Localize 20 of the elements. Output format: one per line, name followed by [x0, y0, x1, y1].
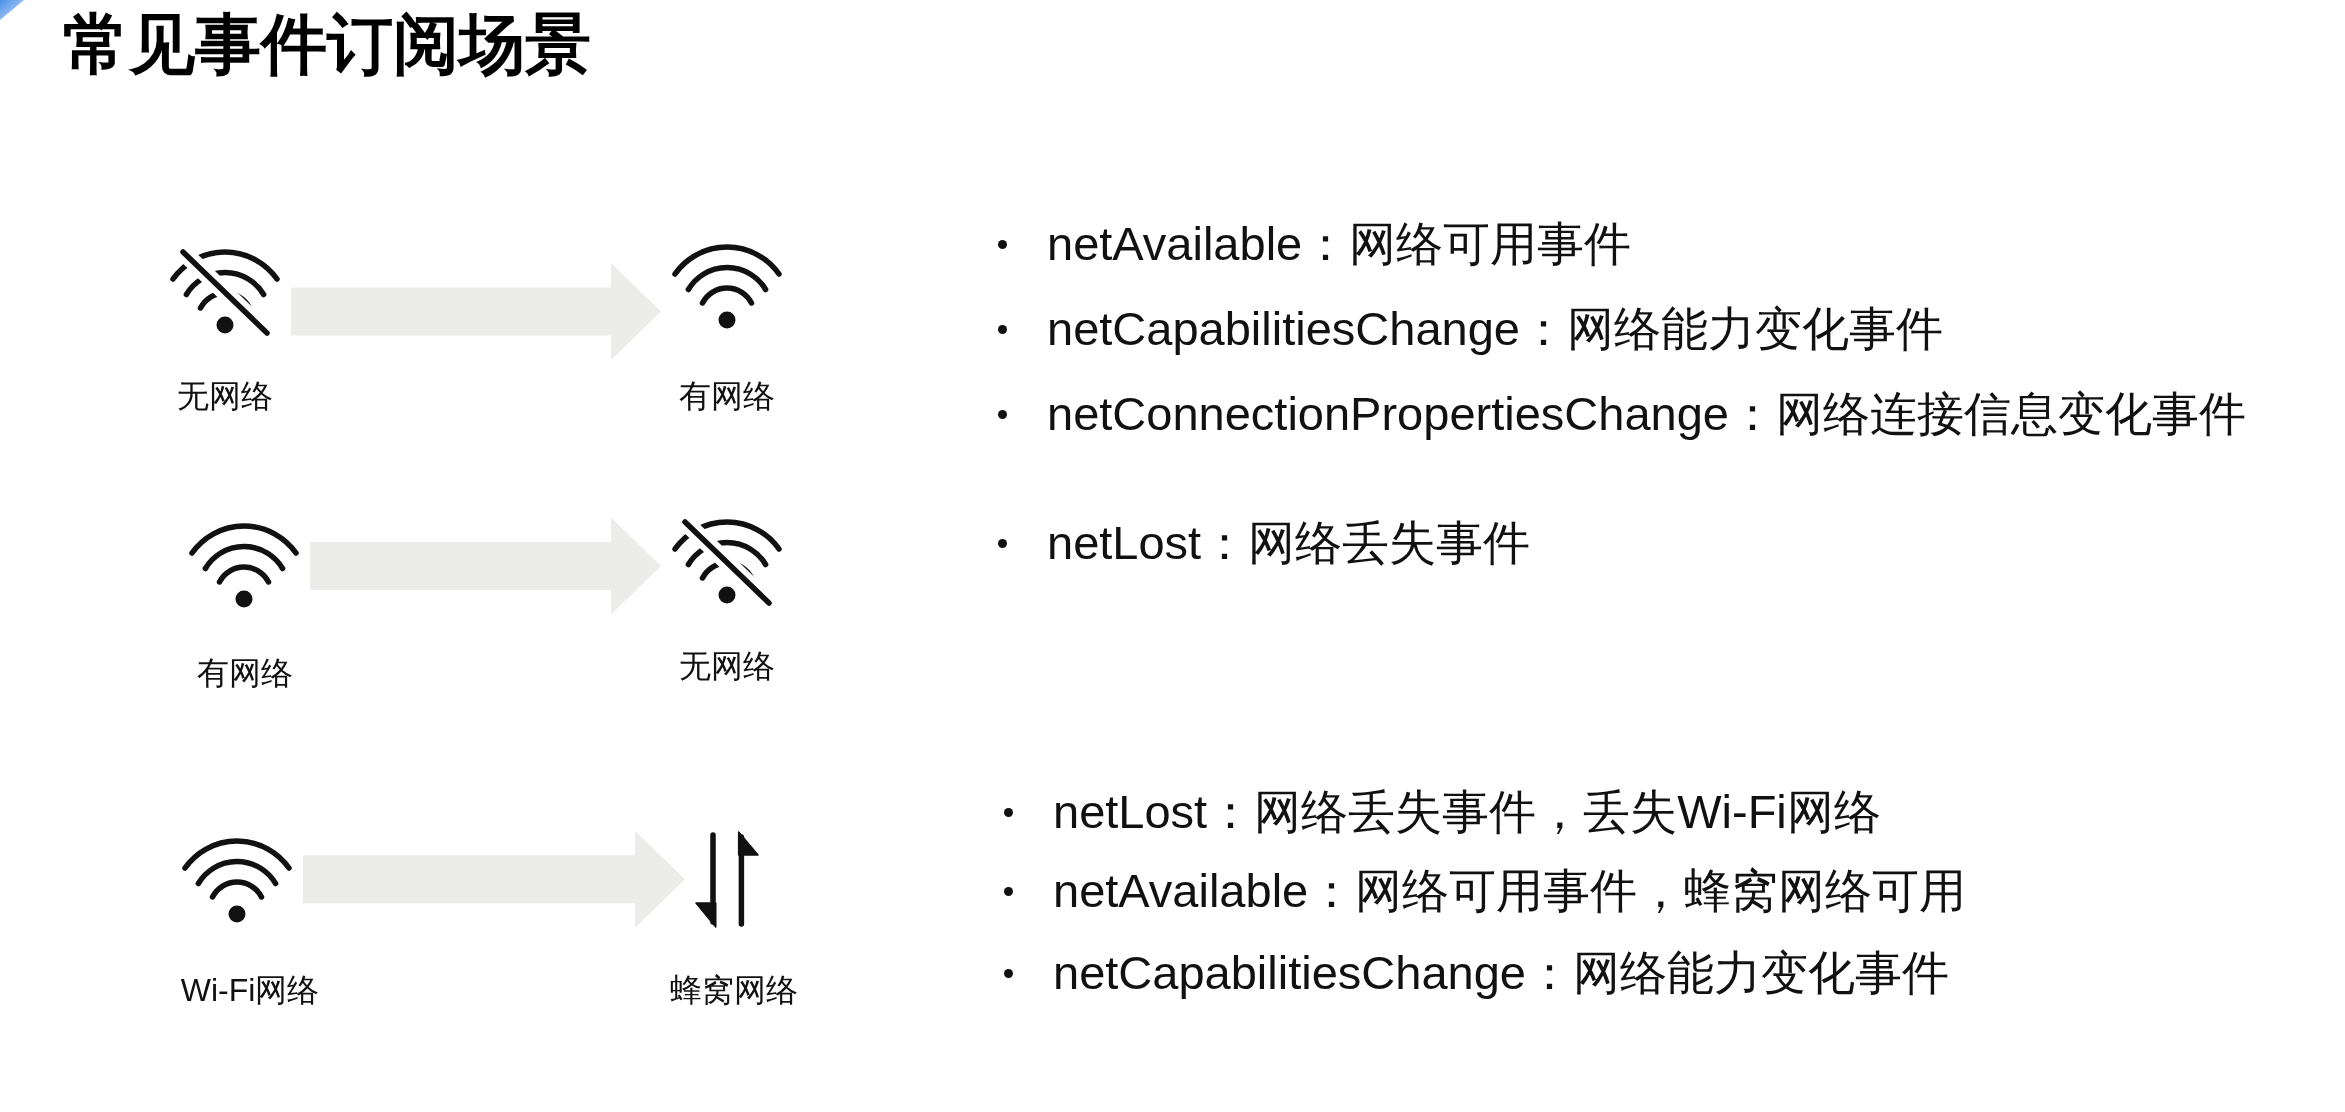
icon-caption: 无网络 [679, 647, 775, 686]
icon-caption: 蜂窝网络 [670, 971, 798, 1010]
list-item-text: netLost：网络丢失事件，丢失Wi-Fi网络 [1053, 784, 1881, 840]
icon-caption: 有网络 [197, 654, 293, 693]
icon-caption: 无网络 [177, 377, 273, 416]
icon-caption: Wi-Fi网络 [180, 971, 320, 1010]
wifi-off-icon [169, 248, 281, 336]
list-item-text: netCapabilitiesChange：网络能力变化事件 [1047, 301, 1943, 357]
wifi-icon [188, 522, 300, 610]
wifi-icon [671, 243, 783, 331]
wifi-off-icon [671, 518, 783, 606]
list-item-text: netConnectionPropertiesChange：网络连接信息变化事件 [1047, 386, 2246, 442]
icon-caption: 有网络 [679, 377, 775, 416]
wifi-icon [181, 837, 293, 925]
up-down-arrows-icon [695, 832, 759, 927]
slide-title: 常见事件订阅场景 [63, 6, 591, 83]
list-item-text: netLost：网络丢失事件 [1047, 515, 1531, 571]
list-item-text: netCapabilitiesChange：网络能力变化事件 [1053, 945, 1949, 1001]
list-item-text: netAvailable：网络可用事件，蜂窝网络可用 [1053, 863, 1967, 919]
list-item-text: netAvailable：网络可用事件 [1047, 216, 1632, 272]
